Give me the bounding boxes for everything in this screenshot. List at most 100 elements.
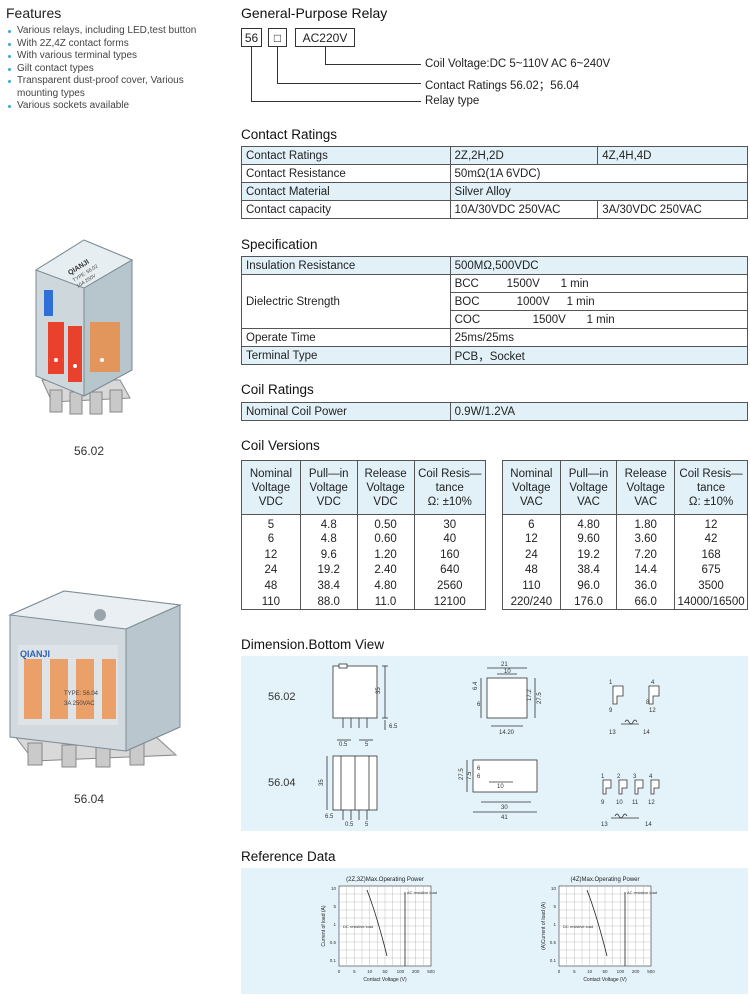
leader-line <box>251 47 252 101</box>
svg-text:1: 1 <box>609 680 613 686</box>
svg-text:27.5: 27.5 <box>459 768 465 780</box>
chart-dc-curve <box>366 889 388 957</box>
svg-text:21: 21 <box>501 662 508 668</box>
relay-brand-text: QIANJI <box>20 649 50 659</box>
chart-y-tick: 5 <box>333 904 336 909</box>
svg-text:10: 10 <box>616 800 623 806</box>
specification-title: Specification <box>241 237 318 252</box>
coil-ratings-title: Coil Ratings <box>241 382 314 397</box>
bullet-icon <box>8 105 11 108</box>
chart-y-tick: 1 <box>333 922 336 927</box>
chart-x-tick: 100 <box>617 969 625 974</box>
svg-text:0.5: 0.5 <box>345 822 354 828</box>
svg-text:13: 13 <box>609 730 616 736</box>
code-box-contact: □ <box>268 28 287 47</box>
leader-line <box>325 64 421 65</box>
svg-text:14: 14 <box>643 730 650 736</box>
svg-text:9: 9 <box>601 800 605 806</box>
chart-x-tick: 50 <box>382 969 388 974</box>
svg-text:10: 10 <box>504 669 511 675</box>
chart-y-tick: 0.1 <box>330 958 337 963</box>
chart-x-tick: 500 <box>427 969 435 974</box>
svg-text:4: 4 <box>649 774 653 780</box>
chart-dc-label: DC resistive load <box>563 924 593 929</box>
relay-56-02-image: QIANJI TYPE: 56.02 10A 250V <box>34 239 134 415</box>
feature-item: Transparent dust-proof cover, Various mo… <box>8 75 223 100</box>
contact-ratings-table: Contact Ratings 2Z,2H,2D 4Z,4H,4D Contac… <box>241 146 749 219</box>
svg-text:17.2: 17.2 <box>527 689 533 701</box>
contact-ratings-title: Contact Ratings <box>241 127 338 142</box>
dimension-label-56-04: 56.04 <box>268 777 296 789</box>
table-row: Contact Material Silver Alloy <box>241 182 749 201</box>
chart-x-tick: 200 <box>632 969 640 974</box>
features-title: Features <box>6 5 62 21</box>
coil-ratings-table: Nominal Coil Power 0.9W/1.2VA <box>241 402 749 421</box>
code-box-type: 56 <box>241 28 262 47</box>
table-row: Operate Time 25ms/25ms <box>241 328 749 347</box>
svg-text:9: 9 <box>609 708 613 714</box>
coil-versions-title: Coil Versions <box>241 438 320 453</box>
contact-ratings-label: Contact Ratings 56.02；56.04 <box>425 80 580 92</box>
dimension-label-56-02: 56.02 <box>268 691 296 703</box>
chart-ac-label: AC resistive load <box>407 890 437 895</box>
chart-x-tick: 100 <box>397 969 405 974</box>
reference-title: Reference Data <box>241 849 336 864</box>
relay-56-04-image: QIANJI TYPE: 56.04 3A 250VAC <box>8 590 182 768</box>
chart-x-tick: 10 <box>587 969 593 974</box>
svg-text:12: 12 <box>648 800 655 806</box>
chart-y-label: Current of load (A) <box>321 905 327 946</box>
bullet-icon <box>8 67 11 71</box>
svg-text:5: 5 <box>365 822 369 828</box>
coil-voltage-label: Coil Voltage:DC 5~110V AC 6~240V <box>425 58 611 70</box>
table-row: Nominal Coil Power 0.9W/1.2VA <box>241 402 749 421</box>
feature-item: Various relays, including LED,test butto… <box>8 25 223 38</box>
leader-line <box>325 47 326 64</box>
chart-y-label: (A)Current of load (A) <box>541 902 547 950</box>
relay-56-02-caption: 56.02 <box>74 444 105 458</box>
svg-text:1: 1 <box>601 774 605 780</box>
dimension-panel: 56.02 56.04 <box>241 656 748 831</box>
svg-text:13: 13 <box>601 822 608 828</box>
svg-text:8: 8 <box>646 700 650 706</box>
chart-x-label: Contact Voltage (V) <box>583 977 627 983</box>
chart-title: (4Z)Max.Operating Power <box>570 877 639 883</box>
svg-text:7.5: 7.5 <box>467 771 473 780</box>
chart-dc-label: DC resistive load <box>343 924 373 929</box>
bullet-icon <box>8 30 11 33</box>
relay-type-text: TYPE: 56.04 <box>64 691 99 697</box>
svg-text:35: 35 <box>376 687 382 694</box>
chart-dc-curve <box>586 889 608 957</box>
bullet-icon <box>8 42 11 46</box>
specification-table: Insulation Resistance 500MΩ,500VDC Diele… <box>241 256 749 365</box>
svg-text:6: 6 <box>477 774 481 780</box>
chart-x-tick: 500 <box>647 969 655 974</box>
svg-text:6.4: 6.4 <box>473 681 479 690</box>
leader-line <box>251 101 421 102</box>
svg-text:6.5: 6.5 <box>389 724 398 730</box>
chart-x-tick: 0 <box>558 969 561 974</box>
svg-text:14.20: 14.20 <box>499 730 515 736</box>
svg-text:11: 11 <box>632 800 639 806</box>
bullet-icon <box>8 80 11 83</box>
chart-y-tick: 10 <box>551 886 557 891</box>
svg-text:6: 6 <box>477 766 481 772</box>
svg-text:27.5: 27.5 <box>537 692 543 704</box>
svg-text:3: 3 <box>633 774 637 780</box>
code-box-voltage: AC220V <box>295 28 355 47</box>
dimension-drawings: 35 6.5 0.5 5 21 10 6.4 6 17.2 27.5 14.20… <box>319 662 660 828</box>
feature-item: With 2Z,4Z contact forms <box>8 38 223 51</box>
table-row: Contact Ratings 2Z,2H,2D 4Z,4H,4D <box>241 146 748 165</box>
table-row: Contact Resistance 50mΩ(1A 6VDC) <box>241 164 749 183</box>
page-title: General-Purpose Relay <box>241 5 388 21</box>
chart-y-tick: 0.1 <box>550 958 557 963</box>
